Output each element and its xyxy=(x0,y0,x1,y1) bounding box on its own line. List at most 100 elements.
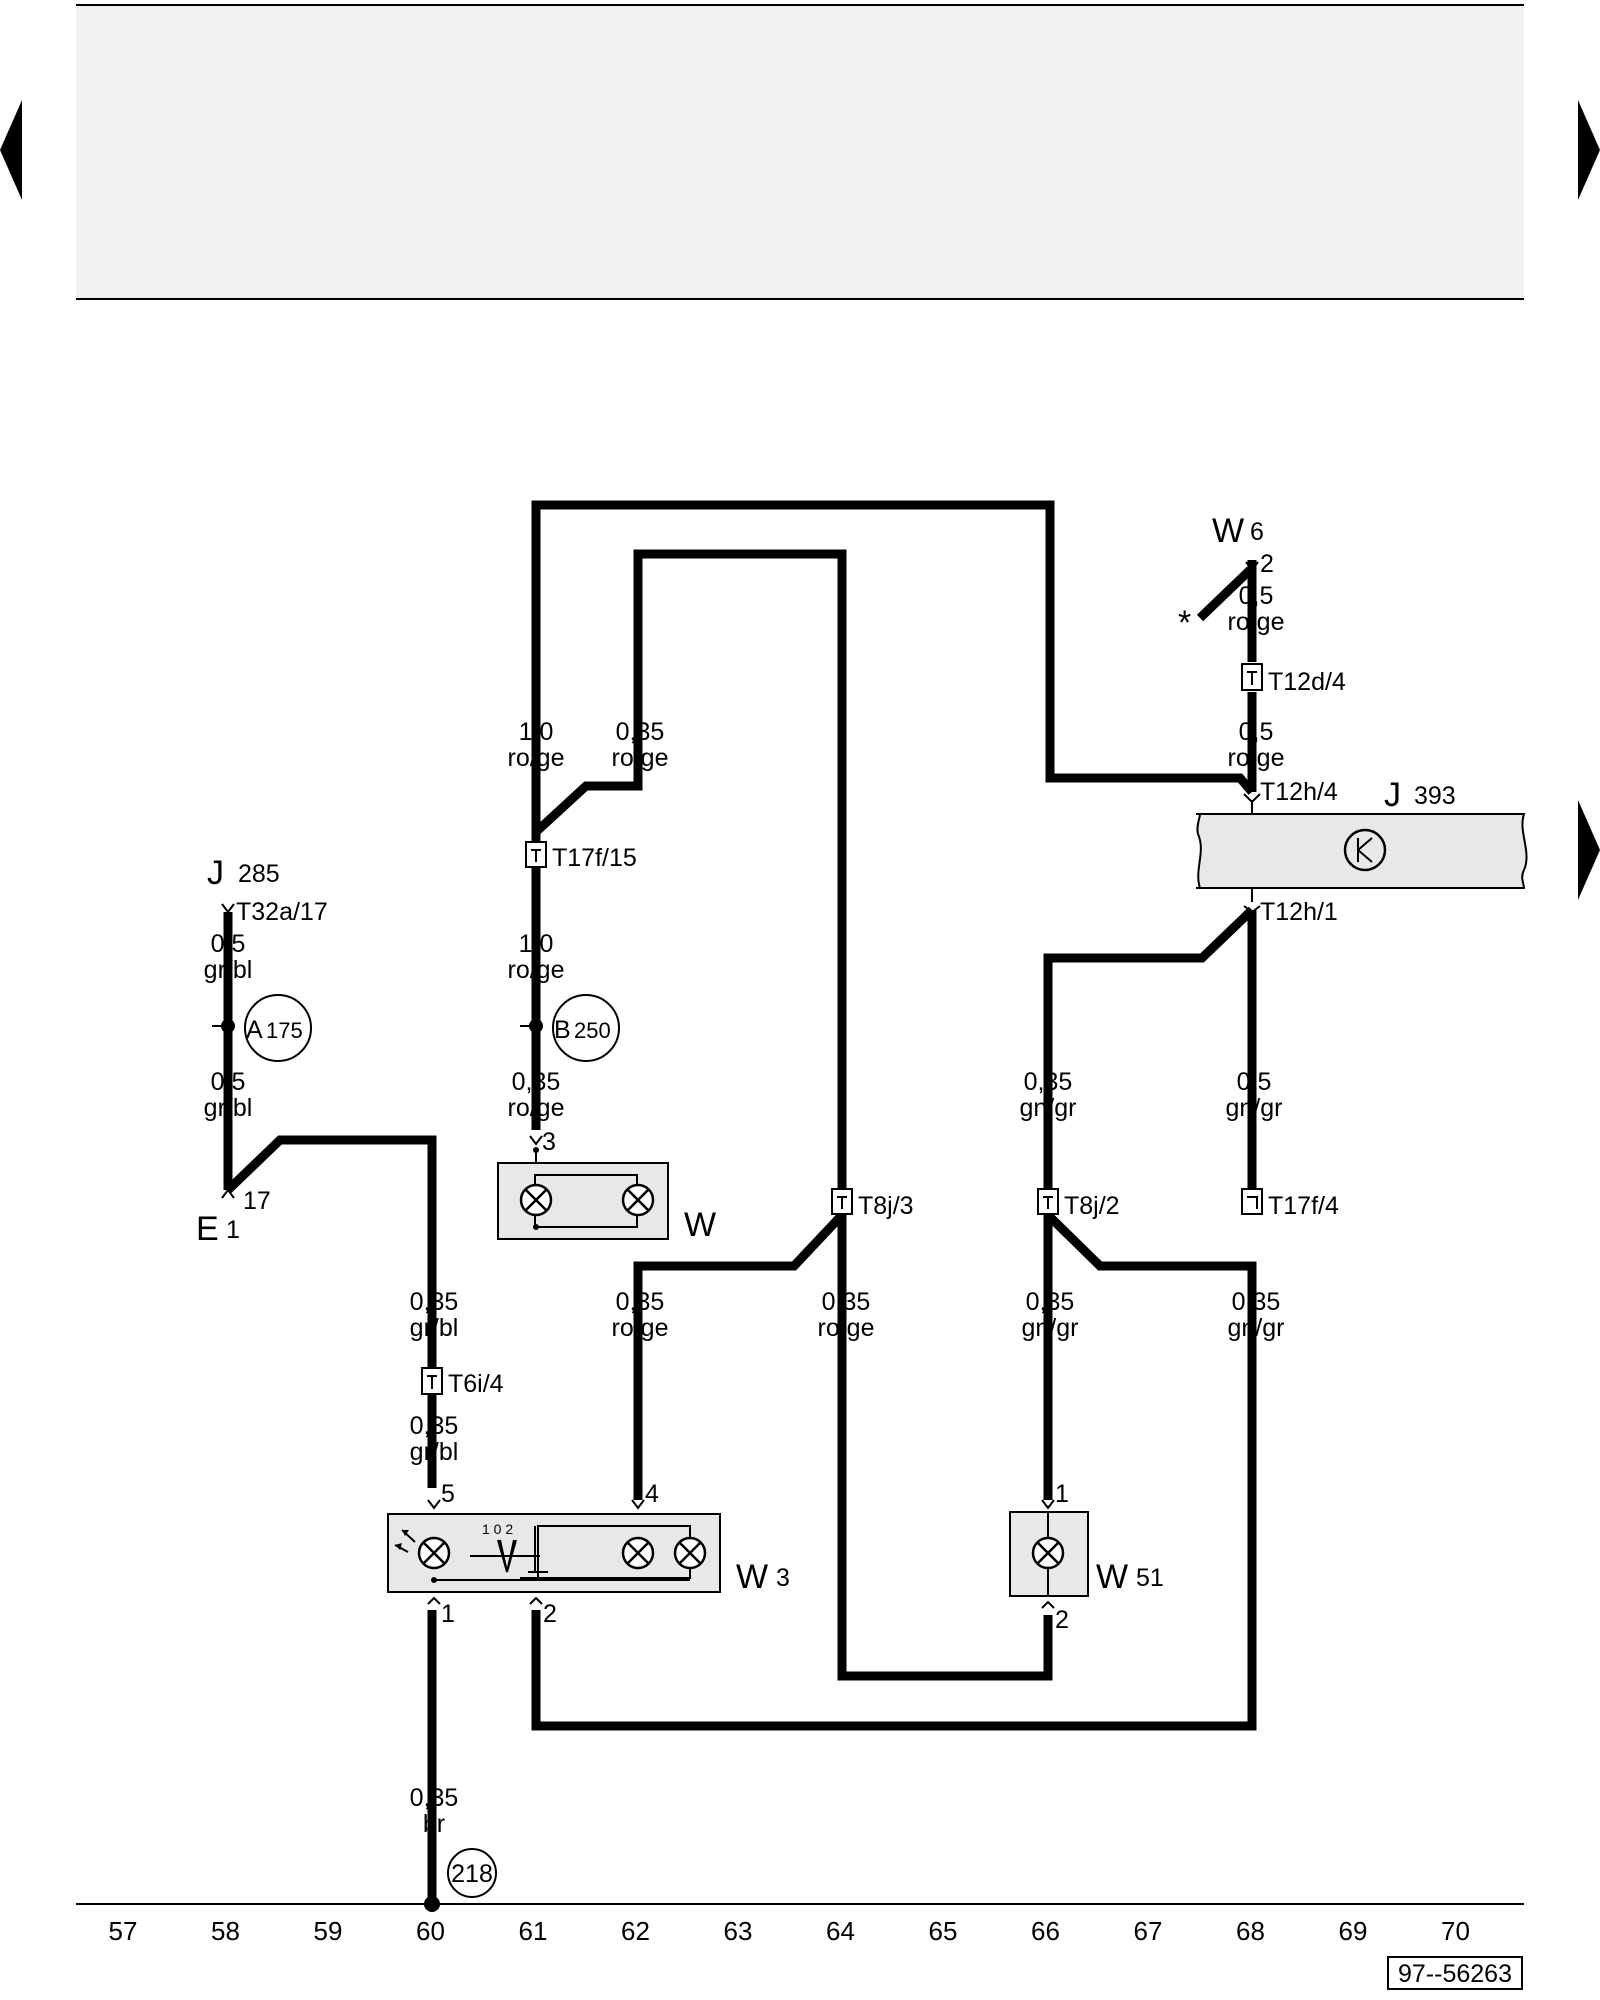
w51-pin-2: 2 xyxy=(1055,1606,1069,1634)
next-section-arrow-icon[interactable] xyxy=(1578,800,1600,900)
wire-size: 1,0 xyxy=(519,930,554,958)
column-number: 70 xyxy=(1441,1916,1470,1946)
wire-t8j3-to-w3-pin4 xyxy=(633,1211,846,1500)
bulb-icon xyxy=(417,1536,451,1570)
wire-color: ro/ge xyxy=(508,1094,565,1122)
a175-number: 175 xyxy=(266,1018,303,1043)
wire-size: 0,5 xyxy=(211,930,246,958)
w3-pin-5: 5 xyxy=(441,1480,455,1508)
ground-218-label: 218 xyxy=(451,1860,493,1888)
column-number: 59 xyxy=(314,1916,343,1946)
wire-e1-to-w3 xyxy=(224,1135,437,1368)
wire-size: 0,35 xyxy=(616,1288,665,1316)
column-number: 66 xyxy=(1031,1916,1060,1946)
column-number: 69 xyxy=(1339,1916,1368,1946)
e1-number: 1 xyxy=(226,1216,240,1244)
switch-w3: 1 0 2 xyxy=(387,1513,721,1593)
connector-t6i4-symbol xyxy=(421,1367,443,1395)
reference-code: 97--56263 xyxy=(1398,1960,1512,1988)
wire-t17f15-to-t12h4 xyxy=(531,500,1256,848)
reference-code-box xyxy=(1387,1956,1523,1990)
connector-t8j3-symbol xyxy=(831,1188,853,1215)
label-t8j3: T8j/3 xyxy=(858,1192,914,1220)
w-letter: W xyxy=(684,1206,716,1244)
wire-size: 0,35 xyxy=(410,1288,459,1316)
wire-size: 0,5 xyxy=(1239,582,1274,610)
w3-letter: W xyxy=(736,1558,768,1596)
wire-color: ro/ge xyxy=(818,1314,875,1342)
wire-size: 0,5 xyxy=(211,1068,246,1096)
w3-pin-4: 4 xyxy=(645,1480,659,1508)
wire-color: gr/bl xyxy=(204,956,253,984)
wire-size: 1,0 xyxy=(519,718,554,746)
w51-letter: W xyxy=(1096,1558,1128,1596)
column-number: 58 xyxy=(211,1916,240,1946)
wire-color: gr/bl xyxy=(410,1438,459,1466)
connector-t17f15-symbol xyxy=(525,841,547,868)
bulb-icon xyxy=(519,1183,553,1217)
wire-size: 0,35 xyxy=(410,1412,459,1440)
w6-letter: W xyxy=(1212,512,1244,550)
wire-t17f15-to-t8j3 xyxy=(532,549,847,1200)
column-number: 64 xyxy=(826,1916,855,1946)
bulb-icon xyxy=(673,1536,707,1570)
b250-number: 250 xyxy=(574,1018,611,1043)
label-t12h4: T12h/4 xyxy=(1260,778,1338,806)
j393-letter: J xyxy=(1384,776,1401,814)
transistor-icon xyxy=(1343,828,1387,872)
pin-markers xyxy=(221,561,1261,1609)
label-t8j2: T8j/2 xyxy=(1064,1192,1120,1220)
column-number: 67 xyxy=(1134,1916,1163,1946)
light-emission-icon xyxy=(394,1529,416,1553)
connector-t17f4-symbol xyxy=(1241,1188,1263,1215)
label-t12h1: T12h/1 xyxy=(1260,898,1338,926)
ground-point-218 xyxy=(424,1848,497,1912)
wire-color: gn/gr xyxy=(1020,1094,1077,1122)
label-t17f15: T17f/15 xyxy=(552,844,637,872)
wire-color: ro/ge xyxy=(612,744,669,772)
label-t12d4: T12d/4 xyxy=(1268,668,1346,696)
bulb-icon xyxy=(621,1536,655,1570)
e1-letter: E xyxy=(196,1210,219,1248)
w6-number: 6 xyxy=(1250,518,1264,546)
e1-pin: 17 xyxy=(243,1187,271,1215)
column-number: 57 xyxy=(109,1916,138,1946)
b250-letter: B xyxy=(554,1016,571,1044)
wire-color: gr/bl xyxy=(410,1314,459,1342)
lamp-w51 xyxy=(1009,1511,1089,1597)
w51-pin-1: 1 xyxy=(1055,1480,1069,1508)
wire-color: gn/gr xyxy=(1226,1094,1283,1122)
column-number: 65 xyxy=(929,1916,958,1946)
wire-t8j2-to-w3-pin2 xyxy=(531,1211,1257,1731)
wire-size: 0,5 xyxy=(1237,1068,1272,1096)
splice-a175 xyxy=(212,994,312,1062)
w3-number: 3 xyxy=(776,1564,790,1592)
splice-b250 xyxy=(520,994,620,1062)
lamp-w xyxy=(497,1147,669,1240)
w6-asterisk: * xyxy=(1178,604,1191,642)
wire-color: gn/gr xyxy=(1228,1314,1285,1342)
switch-contact-icon xyxy=(470,1526,560,1579)
next-page-arrow-icon[interactable] xyxy=(1578,100,1600,200)
column-number: 61 xyxy=(519,1916,548,1946)
w3-switch-positions: 1 0 2 xyxy=(482,1521,513,1537)
wire-w6 xyxy=(1196,566,1254,622)
wire-color: br xyxy=(423,1810,445,1838)
w6-pin: 2 xyxy=(1260,550,1274,578)
wire-size: 0,35 xyxy=(410,1784,459,1812)
wire-size: 0,35 xyxy=(1026,1288,1075,1316)
wire-size: 0,35 xyxy=(1024,1068,1073,1096)
label-t6i4: T6i/4 xyxy=(448,1370,504,1398)
header-band xyxy=(76,5,1524,299)
bulb-icon xyxy=(621,1183,655,1217)
wire-color: ro/ge xyxy=(508,956,565,984)
control-unit-j393 xyxy=(1196,800,1528,902)
previous-page-arrow-icon[interactable] xyxy=(0,100,22,200)
label-t32a17: T32a/17 xyxy=(236,898,328,926)
wire-color: ro/ge xyxy=(1228,744,1285,772)
wire-color: ro/ge xyxy=(612,1314,669,1342)
column-number: 63 xyxy=(724,1916,753,1946)
wire-size: 0,35 xyxy=(822,1288,871,1316)
